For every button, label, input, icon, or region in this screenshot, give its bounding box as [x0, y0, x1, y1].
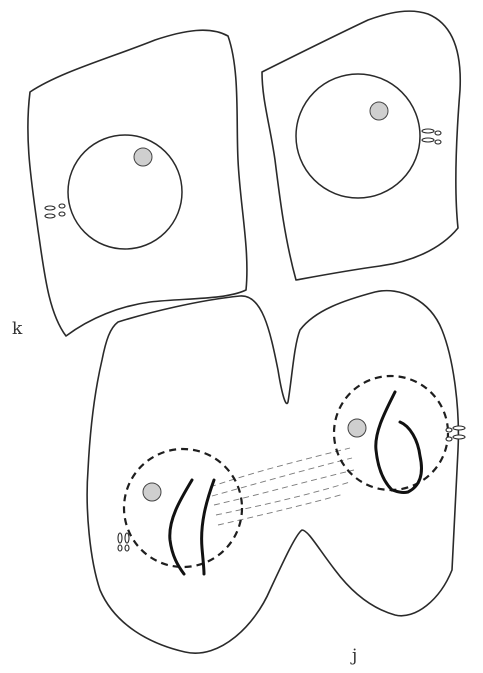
nuclear-envelope-dashed-left: [124, 449, 242, 567]
daughter-cell-left: [28, 30, 247, 336]
centriole-pair-dividing-left: [118, 533, 129, 551]
nucleus-right: [296, 74, 420, 198]
centriole-pair-left: [45, 204, 65, 218]
nucleus-left: [68, 135, 182, 249]
panel-label-k: k: [12, 321, 22, 338]
daughter-cell-right: [262, 11, 460, 280]
panel-k: [28, 11, 460, 336]
nucleolus-dividing-left: [143, 483, 161, 501]
centriole-pair-right: [422, 129, 441, 144]
nucleus-left-reforming: [124, 449, 242, 574]
cell-membrane-right: [262, 11, 460, 280]
nucleus-right-reforming: [334, 376, 448, 493]
nucleolus-right: [370, 102, 388, 120]
chromosome-set-right-b: [392, 422, 422, 493]
cell-membrane-left: [28, 30, 247, 336]
panel-j: [87, 291, 465, 654]
spindle-fibers: [210, 448, 354, 525]
nucleolus-dividing-right: [348, 419, 366, 437]
nucleolus-left: [134, 148, 152, 166]
chromosome-set-right-a: [376, 392, 395, 490]
panel-label-j: j: [352, 648, 357, 665]
chromosome-set-left-a: [170, 480, 192, 574]
dividing-cell-membrane: [87, 291, 458, 654]
